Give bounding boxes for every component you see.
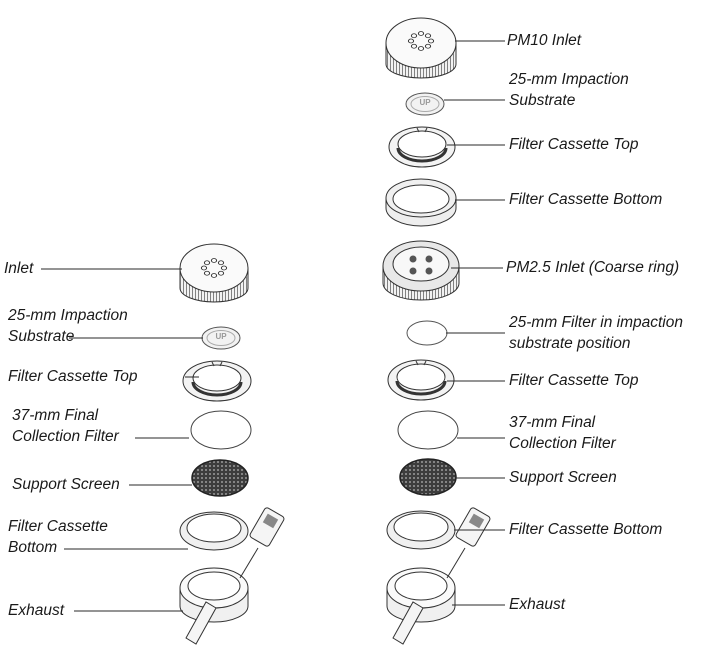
label-left-final-collection-filter: 37-mm Final Collection Filter — [12, 407, 119, 445]
right-pm25-inlet — [382, 240, 460, 301]
label-right-support-screen: Support Screen — [509, 469, 617, 486]
label-right-filter-cassette-top-2: Filter Cassette Top — [509, 372, 639, 389]
label-left-filter-cassette-bottom: Filter Cassette Bottom — [8, 518, 108, 556]
label-inlet: Inlet — [4, 260, 34, 277]
label-filter-in-impaction-position: 25-mm Filter in impaction substrate posi… — [509, 314, 683, 352]
right-filter-cassette-top-2 — [387, 359, 455, 401]
right-leader-lines — [444, 40, 505, 606]
left-inlet-cap — [179, 243, 249, 303]
label-right-filter-cassette-bottom-1: Filter Cassette Bottom — [509, 191, 663, 208]
right-substrate-up-mark: UP — [419, 98, 431, 107]
left-exhaust-base — [179, 507, 285, 645]
right-impaction-substrate-disc — [405, 92, 445, 116]
left-leader-lines — [41, 268, 203, 612]
right-filter-cassette-bottom-1 — [385, 178, 457, 227]
label-right-filter-cassette-bottom-2: Filter Cassette Bottom — [509, 521, 663, 538]
right-filter-cassette-top-1 — [388, 126, 456, 168]
label-left-filter-cassette-top: Filter Cassette Top — [8, 368, 138, 385]
left-filter-cassette-top — [182, 360, 252, 402]
label-right-exhaust: Exhaust — [509, 596, 566, 613]
left-substrate-up-mark: UP — [215, 332, 227, 341]
label-left-support-screen: Support Screen — [12, 476, 120, 493]
left-impaction-substrate-disc — [201, 326, 241, 350]
right-pm10-inlet-cap — [385, 17, 457, 79]
label-left-impaction-substrate: 25-mm Impaction Substrate — [8, 307, 128, 345]
left-support-screen — [191, 459, 249, 497]
right-exhaust-base — [386, 507, 491, 645]
right-filter-cassette-bottom-2 — [386, 510, 456, 550]
label-right-final-collection-filter: 37-mm Final Collection Filter — [509, 414, 616, 452]
right-support-screen — [399, 458, 457, 496]
label-pm10-inlet: PM10 Inlet — [507, 32, 582, 49]
right-final-collection-filter — [397, 410, 459, 450]
label-right-impaction-substrate: 25-mm Impaction Substrate — [509, 71, 629, 109]
label-right-filter-cassette-top-1: Filter Cassette Top — [509, 136, 639, 153]
left-filter-cassette-bottom — [179, 511, 249, 551]
right-filter-in-impaction-position — [406, 320, 448, 346]
left-final-collection-filter — [190, 410, 252, 450]
label-pm25-inlet: PM2.5 Inlet (Coarse ring) — [506, 259, 680, 276]
label-left-exhaust: Exhaust — [8, 602, 65, 619]
